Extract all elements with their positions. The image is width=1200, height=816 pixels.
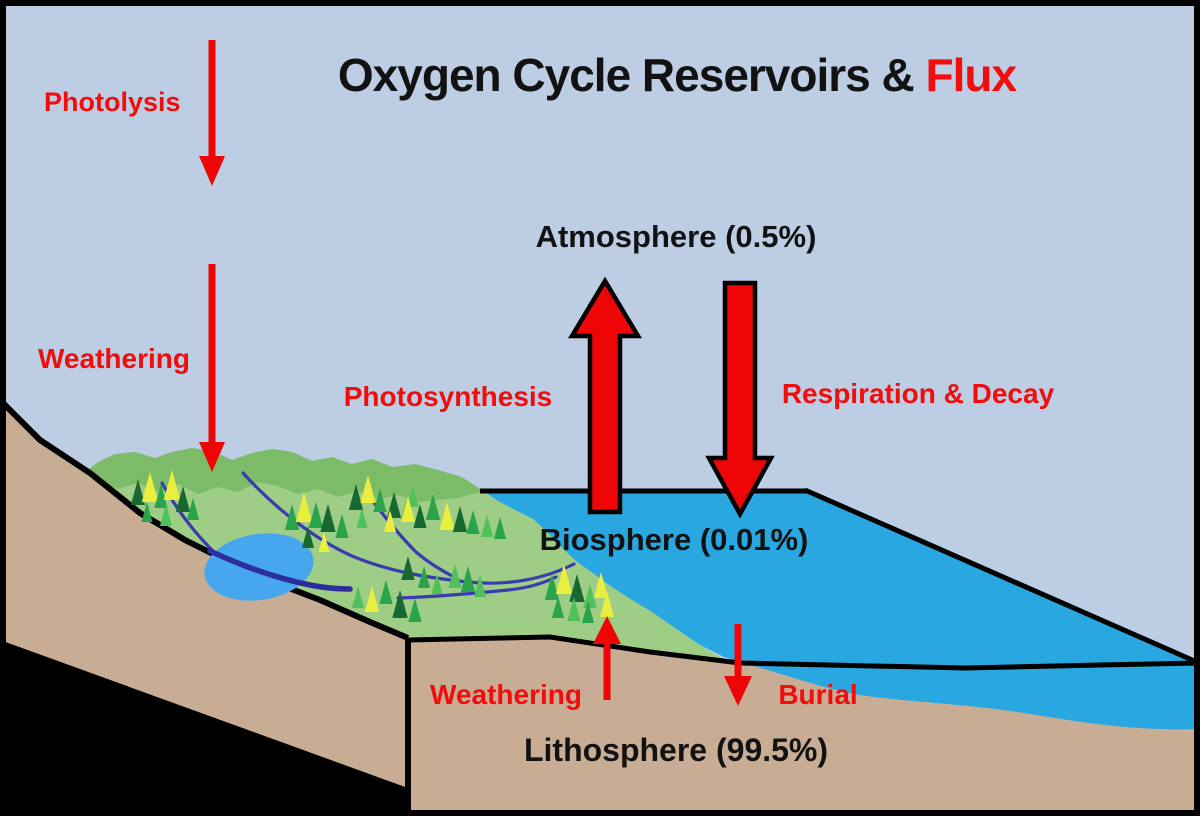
tree-icon [130, 479, 146, 505]
tree-icon [555, 564, 573, 594]
ocean-surface [483, 491, 1197, 668]
tree-icon [408, 598, 422, 622]
tree-icon [593, 572, 609, 598]
tree-icon [301, 526, 315, 548]
tree-icon [544, 574, 560, 600]
tree-icon [473, 575, 487, 597]
burial-label: Burial [778, 679, 858, 710]
tree-icon [569, 574, 585, 602]
weathering-left-label: Weathering [38, 343, 190, 374]
photosynthesis-label: Photosynthesis [343, 381, 553, 412]
tree-icon [448, 564, 462, 588]
tree-icon [141, 472, 159, 502]
weathering-up-arrow [593, 616, 621, 700]
subsurface-shadow [0, 640, 408, 816]
tree-icon [141, 502, 153, 522]
trees-layer [130, 470, 615, 623]
title-flux-accent: Flux [925, 49, 1018, 101]
tree-icon [551, 596, 565, 618]
tree-icon [466, 510, 480, 534]
river [370, 498, 458, 580]
respiration-decay-label: Respiration & Decay [781, 378, 1055, 409]
tree-icon [186, 498, 200, 520]
tree-icon [401, 556, 415, 580]
tree-icon [335, 514, 349, 538]
main-river [207, 548, 353, 592]
respiration-down-arrow [705, 280, 775, 519]
atmosphere-label: Atmosphere (0.5%) [535, 219, 817, 254]
tree-icon [413, 504, 427, 528]
tree-icon [407, 487, 419, 507]
weathering-bottom-label: Weathering [430, 679, 582, 710]
sea-horizon-line [803, 487, 1200, 666]
tree-icon [567, 597, 581, 621]
flux-arrows [199, 40, 775, 706]
tree-icon [163, 470, 181, 500]
tree-icon [308, 502, 324, 528]
tree-icon [379, 580, 393, 604]
tree-icon [383, 510, 397, 532]
tree-icon [460, 566, 476, 592]
tree-icon [493, 517, 507, 539]
tree-icon [599, 591, 615, 617]
tree-icon [431, 574, 443, 594]
photolysis-label: Photolysis [44, 87, 181, 117]
tree-icon [159, 504, 173, 526]
tree-icon [318, 532, 330, 552]
photosynthesis-up-arrow [568, 276, 642, 515]
lithosphere-label: Lithosphere (99.5%) [523, 732, 829, 768]
tree-icon [386, 492, 402, 518]
tree-icon [439, 502, 455, 530]
tree-icon [154, 484, 168, 508]
tree-icon [417, 566, 431, 588]
tree-icon [392, 590, 408, 618]
tree-icon [348, 484, 364, 510]
mountain-slope [0, 400, 408, 790]
weathering-down-arrow [199, 264, 225, 472]
burial-down-arrow [724, 624, 752, 706]
tree-icon [452, 506, 468, 532]
tree-icon [373, 488, 387, 512]
lake [204, 533, 314, 601]
tree-icon [360, 475, 376, 503]
photolysis-arrow [199, 40, 225, 186]
tree-icon [284, 504, 300, 530]
tree-icon [581, 601, 595, 623]
tree-icon [364, 586, 380, 612]
tree-icon [295, 492, 313, 522]
tree-icon [480, 515, 494, 537]
tree-icon [425, 494, 441, 520]
tree-icon [351, 586, 365, 608]
biosphere-label: Biosphere (0.01%) [539, 522, 809, 557]
tree-icon [175, 486, 191, 512]
diagram-title-main: Oxygen Cycle Reservoirs & [337, 49, 926, 101]
seafloor-water [750, 664, 1198, 730]
diagram-title: Oxygen Cycle Reservoirs & Flux [337, 49, 1018, 101]
river [396, 575, 558, 600]
slope-edge-line [0, 397, 410, 641]
tree-icon [356, 508, 368, 528]
tree-icon [400, 496, 416, 522]
tree-icon [320, 504, 336, 532]
tree-icon [583, 584, 597, 608]
